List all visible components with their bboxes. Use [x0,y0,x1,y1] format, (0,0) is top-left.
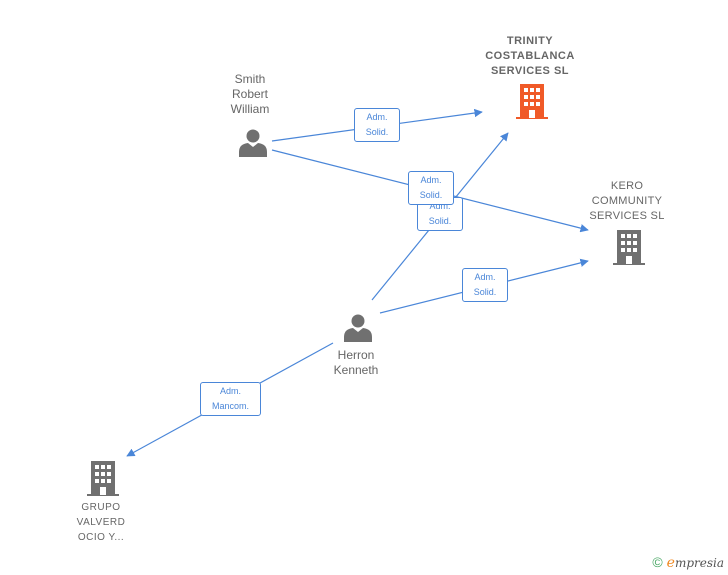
edge-label-smith-trinity[interactable]: Adm. Solid. [354,108,400,142]
label-line: William [230,102,270,116]
label-line: COSTABLANCA [485,50,575,62]
person-icon-smith[interactable] [238,127,268,157]
edge-label-line: Mancom. [211,401,249,411]
label-line: KERO [610,180,644,192]
edge-label-line: Solid. [365,127,389,137]
edge-label-line: Solid. [419,190,443,200]
label-line: Smith [234,72,266,86]
edge-label-herron-grupo[interactable]: Adm. Mancom. [200,382,261,416]
edge-label-line: Adm. [219,386,241,396]
edge-label-line: Adm. [366,112,388,122]
copyright-icon: © [652,554,663,570]
label-line: Robert [231,87,269,101]
label-line: GRUPO [81,502,121,513]
building-icon-kero[interactable] [613,230,645,266]
building-icon-grupo[interactable] [87,461,119,497]
brand-initial: e [666,555,675,571]
label-line: Kenneth [333,363,379,377]
company-label-grupo[interactable]: GRUPO VALVERD OCIO Y... [61,500,141,545]
empresia-watermark[interactable]: ©empresia [652,554,724,571]
person-label-smith[interactable]: Smith Robert William [210,72,290,117]
edge-label-line: Adm. [420,175,442,185]
edge-label-line: Solid. [428,216,452,226]
edge-label-smith-kero[interactable]: Adm. Solid. [408,171,454,205]
label-line: COMMUNITY [591,195,663,207]
label-line: TRINITY [506,35,554,47]
company-label-kero[interactable]: KERO COMMUNITY SERVICES SL [577,179,677,224]
label-line: SERVICES SL [490,65,570,77]
edge-label-line: Adm. [429,201,451,211]
building-icon-trinity[interactable] [516,84,548,120]
company-label-trinity[interactable]: TRINITY COSTABLANCA SERVICES SL [470,34,590,79]
edge-label-line: Adm. [474,272,496,282]
label-line: Herron [337,348,375,362]
edge-label-herron-kero[interactable]: Adm. Solid. [462,268,508,302]
label-line: VALVERD [76,517,126,528]
edge-label-line: Solid. [473,287,497,297]
person-label-herron[interactable]: Herron Kenneth [316,348,396,378]
brand-name: mpresia [674,556,724,570]
label-line: OCIO Y... [77,532,125,543]
person-icon-herron[interactable] [343,312,373,342]
label-line: SERVICES SL [589,210,665,222]
brand-logo: empresia [666,555,724,571]
